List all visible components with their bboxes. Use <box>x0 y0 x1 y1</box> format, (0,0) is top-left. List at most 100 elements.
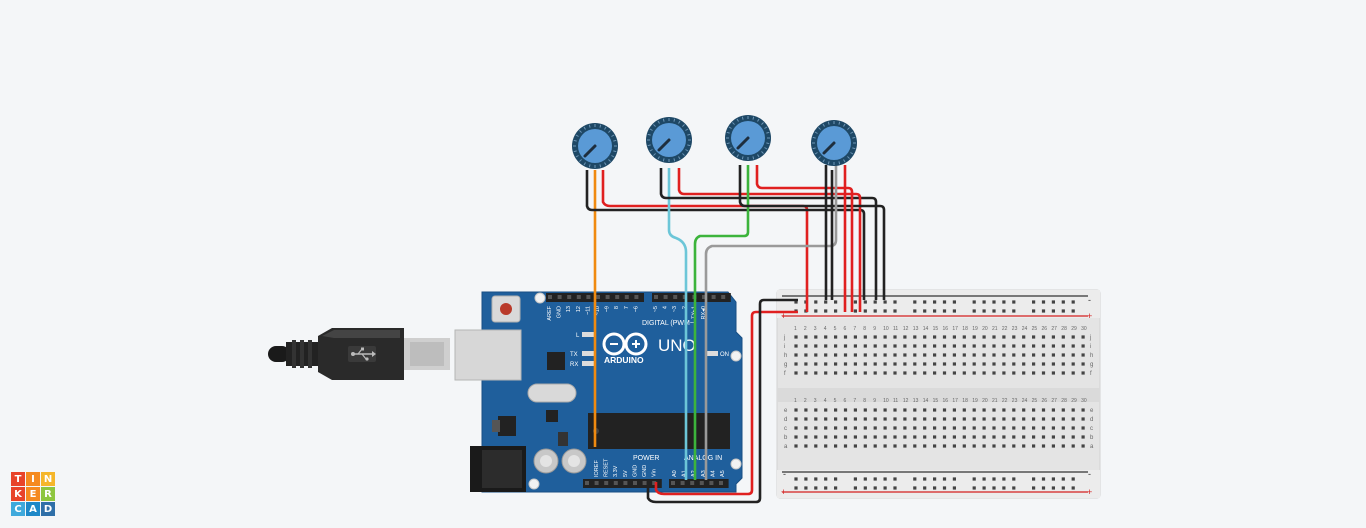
breadboard-hole[interactable] <box>923 435 927 439</box>
rail-hole[interactable] <box>1041 477 1046 481</box>
breadboard-hole[interactable] <box>873 371 877 375</box>
breadboard-hole[interactable] <box>863 353 867 357</box>
breadboard-hole[interactable] <box>1012 435 1016 439</box>
breadboard-hole[interactable] <box>1081 417 1085 421</box>
breadboard-hole[interactable] <box>982 335 986 339</box>
breadboard-hole[interactable] <box>834 344 838 348</box>
breadboard-hole[interactable] <box>962 335 966 339</box>
breadboard-hole[interactable] <box>1022 371 1026 375</box>
rail-hole[interactable] <box>992 486 996 490</box>
breadboard-hole[interactable] <box>962 435 966 439</box>
breadboard-hole[interactable] <box>1081 344 1085 348</box>
breadboard-hole[interactable] <box>893 417 897 421</box>
header-pin[interactable] <box>604 481 609 485</box>
breadboard-hole[interactable] <box>952 444 956 448</box>
rail-hole[interactable] <box>794 477 798 481</box>
breadboard-hole[interactable] <box>933 371 937 375</box>
breadboard-hole[interactable] <box>1081 408 1085 412</box>
breadboard-hole[interactable] <box>1032 444 1036 448</box>
breadboard-hole[interactable] <box>853 408 857 412</box>
rail-hole[interactable] <box>913 309 917 313</box>
breadboard-hole[interactable] <box>873 353 877 357</box>
breadboard-hole[interactable] <box>1081 335 1085 339</box>
breadboard-hole[interactable] <box>843 344 848 348</box>
breadboard-hole[interactable] <box>952 408 956 412</box>
breadboard-hole[interactable] <box>863 408 867 412</box>
breadboard-hole[interactable] <box>1061 426 1065 430</box>
header-pin[interactable] <box>673 295 678 299</box>
breadboard-hole[interactable] <box>853 371 857 375</box>
breadboard-hole[interactable] <box>794 362 798 366</box>
header-pin[interactable] <box>652 481 657 485</box>
breadboard-hole[interactable] <box>893 335 897 339</box>
breadboard-hole[interactable] <box>1032 435 1036 439</box>
breadboard[interactable]: - + - + - + - + 112233445566778899101011… <box>776 289 1101 499</box>
breadboard-hole[interactable] <box>893 435 897 439</box>
rail-hole[interactable] <box>863 486 867 490</box>
breadboard-hole[interactable] <box>1061 408 1065 412</box>
rail-hole[interactable] <box>814 309 818 313</box>
wire-black[interactable] <box>738 165 886 300</box>
breadboard-hole[interactable] <box>903 426 907 430</box>
rail-hole[interactable] <box>853 309 857 313</box>
rail-hole[interactable] <box>1061 477 1065 481</box>
breadboard-hole[interactable] <box>1061 435 1065 439</box>
breadboard-hole[interactable] <box>952 335 956 339</box>
rail-hole[interactable] <box>992 477 996 481</box>
breadboard-hole[interactable] <box>913 417 917 421</box>
breadboard-hole[interactable] <box>834 408 838 412</box>
breadboard-hole[interactable] <box>982 417 986 421</box>
breadboard-holes[interactable] <box>794 300 1085 490</box>
wire-green[interactable] <box>693 165 750 480</box>
breadboard-hole[interactable] <box>962 371 966 375</box>
breadboard-hole[interactable] <box>933 353 937 357</box>
breadboard-hole[interactable] <box>1012 417 1016 421</box>
breadboard-hole[interactable] <box>853 344 857 348</box>
wire-black[interactable] <box>585 170 866 300</box>
rail-hole[interactable] <box>1061 300 1065 304</box>
breadboard-hole[interactable] <box>942 426 947 430</box>
breadboard-hole[interactable] <box>1032 362 1036 366</box>
rail-hole[interactable] <box>794 300 798 304</box>
breadboard-hole[interactable] <box>992 408 996 412</box>
breadboard-hole[interactable] <box>893 344 897 348</box>
rail-hole[interactable] <box>982 309 986 313</box>
breadboard-hole[interactable] <box>1081 353 1085 357</box>
breadboard-hole[interactable] <box>1051 408 1055 412</box>
breadboard-hole[interactable] <box>1002 335 1006 339</box>
breadboard-hole[interactable] <box>1022 408 1026 412</box>
breadboard-hole[interactable] <box>923 444 927 448</box>
breadboard-hole[interactable] <box>853 362 857 366</box>
rail-hole[interactable] <box>1012 300 1016 304</box>
breadboard-hole[interactable] <box>843 444 848 448</box>
breadboard-hole[interactable] <box>1081 371 1085 375</box>
breadboard-hole[interactable] <box>942 435 947 439</box>
breadboard-hole[interactable] <box>1022 435 1026 439</box>
wire-red[interactable] <box>601 170 809 312</box>
breadboard-hole[interactable] <box>1071 353 1075 357</box>
breadboard-hole[interactable] <box>883 362 887 366</box>
breadboard-hole[interactable] <box>1002 444 1006 448</box>
breadboard-hole[interactable] <box>923 426 927 430</box>
breadboard-hole[interactable] <box>843 435 848 439</box>
breadboard-hole[interactable] <box>1051 444 1055 448</box>
rail-hole[interactable] <box>1002 486 1006 490</box>
breadboard-hole[interactable] <box>1022 362 1026 366</box>
breadboard-hole[interactable] <box>923 362 927 366</box>
breadboard-hole[interactable] <box>843 371 848 375</box>
rail-hole[interactable] <box>972 477 976 481</box>
breadboard-hole[interactable] <box>794 344 798 348</box>
breadboard-hole[interactable] <box>1061 335 1065 339</box>
rail-hole[interactable] <box>794 486 798 490</box>
rail-hole[interactable] <box>1041 300 1046 304</box>
breadboard-hole[interactable] <box>1022 353 1026 357</box>
breadboard-hole[interactable] <box>923 353 927 357</box>
breadboard-hole[interactable] <box>1032 371 1036 375</box>
breadboard-hole[interactable] <box>992 426 996 430</box>
header-pin[interactable] <box>633 481 637 485</box>
breadboard-hole[interactable] <box>972 371 976 375</box>
breadboard-hole[interactable] <box>794 444 798 448</box>
breadboard-hole[interactable] <box>1012 362 1016 366</box>
